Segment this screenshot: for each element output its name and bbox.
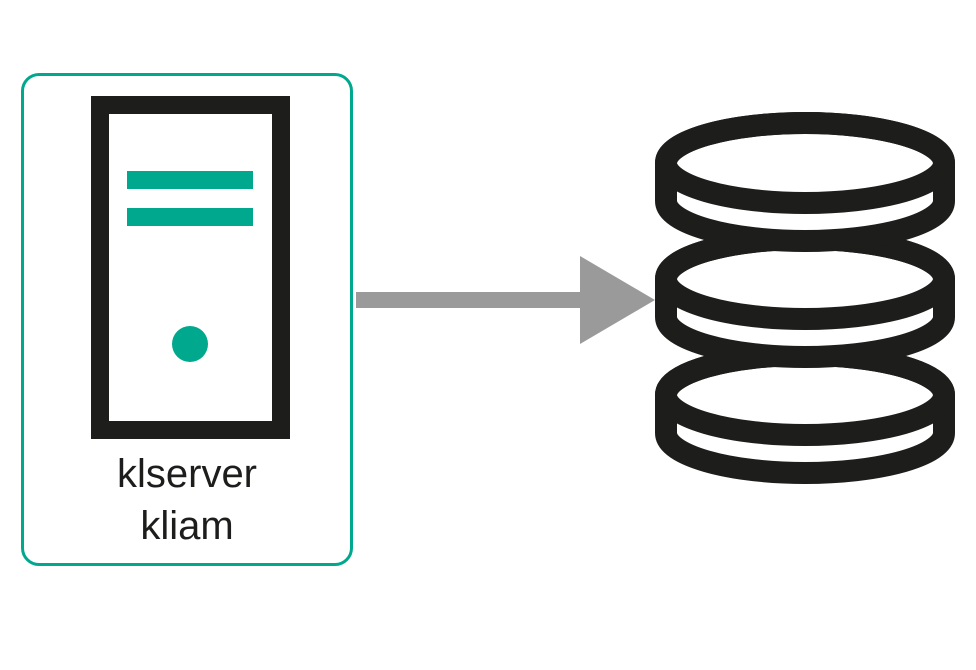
server-node-label: klserver kliam (24, 448, 350, 552)
arrow-head-icon (580, 256, 655, 344)
server-label-line2: kliam (140, 504, 234, 548)
arrow-shaft (356, 292, 584, 308)
server-slot-bar-icon (127, 171, 253, 189)
server-node-card: klserver kliam (21, 73, 353, 566)
server-label-line1: klserver (116, 452, 258, 496)
database-icon (655, 112, 955, 484)
server-tower-icon (91, 96, 290, 439)
database-disk-bottom (655, 344, 955, 484)
server-led-icon (172, 326, 208, 362)
database-disk-middle (655, 228, 955, 368)
server-slot-bar-icon (127, 208, 253, 226)
database-disk-top (655, 112, 955, 252)
